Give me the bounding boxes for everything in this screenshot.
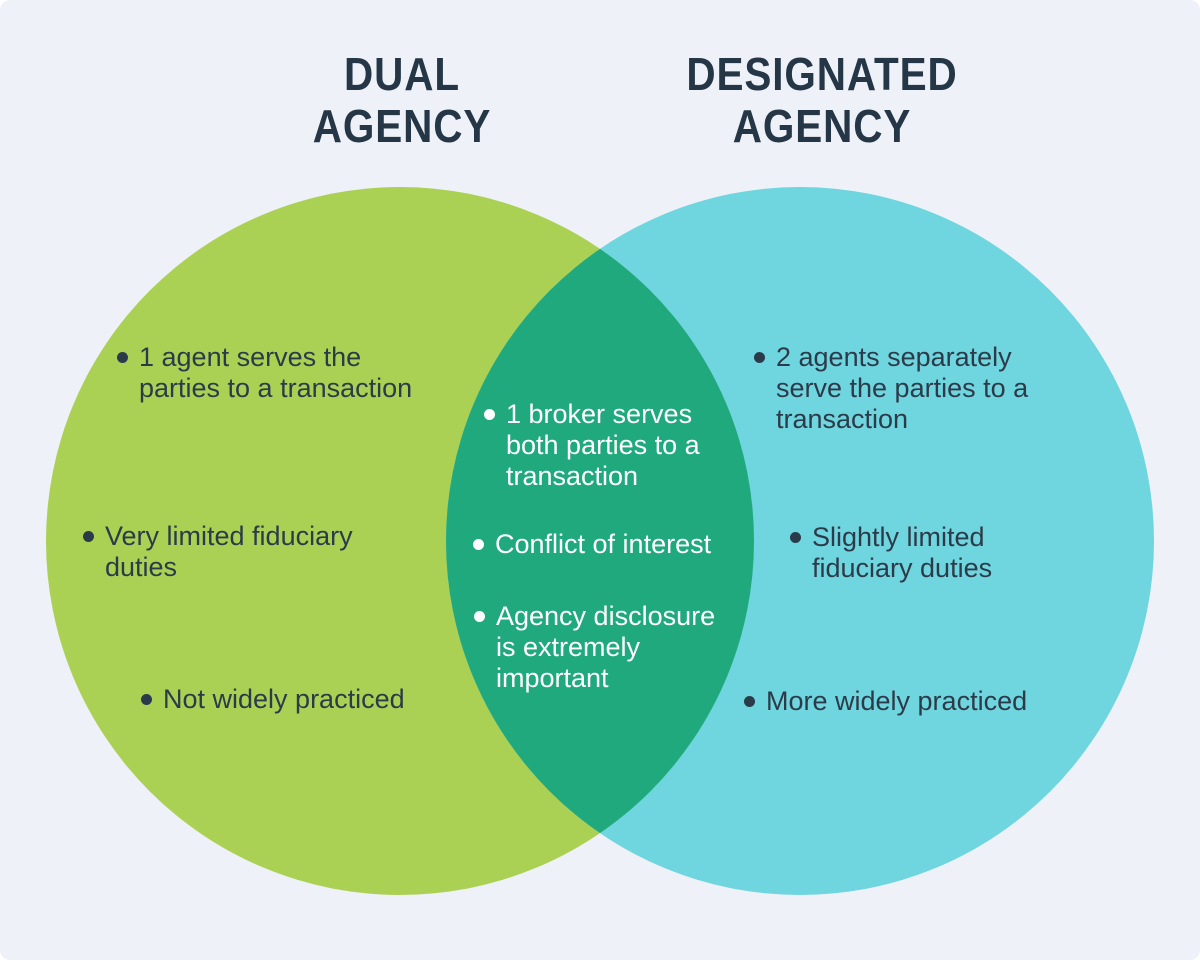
right-circle-title: DESIGNATED AGENCY	[686, 48, 958, 152]
list-item-overlap-3: Agency disclosure is extremely important	[474, 601, 715, 694]
item-text: Slightly limited fiduciary duties	[812, 522, 993, 583]
bullet-dot	[117, 352, 128, 363]
item-text: Not widely practiced	[163, 684, 405, 714]
list-item-dual-2: Very limited fiduciary duties	[83, 521, 353, 583]
bullet-dot	[473, 539, 484, 550]
bullet-dot	[474, 611, 485, 622]
item-text: Very limited fiduciary duties	[105, 521, 353, 582]
list-item-designated-1: 2 agents separately serve the parties to…	[754, 342, 1028, 435]
bullet-dot	[744, 696, 755, 707]
bullet-dot	[790, 532, 801, 543]
item-text: Agency disclosure is extremely important	[496, 601, 716, 693]
bullet-dot	[141, 694, 152, 705]
item-text: 2 agents separately serve the parties to…	[776, 342, 1029, 434]
left-circle-title: DUAL AGENCY	[312, 48, 492, 152]
list-item-designated-2: Slightly limited fiduciary duties	[790, 522, 992, 584]
bullet-dot	[754, 352, 765, 363]
item-text: 1 agent serves the parties to a transact…	[139, 342, 413, 403]
bullet-dot	[83, 531, 94, 542]
list-item-overlap-2: Conflict of interest	[473, 529, 711, 560]
list-item-designated-3: More widely practiced	[744, 686, 1027, 717]
list-item-overlap-1: 1 broker serves both parties to a transa…	[484, 399, 700, 492]
list-item-dual-3: Not widely practiced	[141, 684, 405, 715]
item-text: 1 broker serves both parties to a transa…	[506, 399, 700, 491]
overlap-region	[446, 187, 754, 895]
item-text: More widely practiced	[766, 686, 1028, 716]
item-text: Conflict of interest	[495, 529, 712, 559]
bullet-dot	[484, 409, 495, 420]
list-item-dual-1: 1 agent serves the parties to a transact…	[117, 342, 412, 404]
